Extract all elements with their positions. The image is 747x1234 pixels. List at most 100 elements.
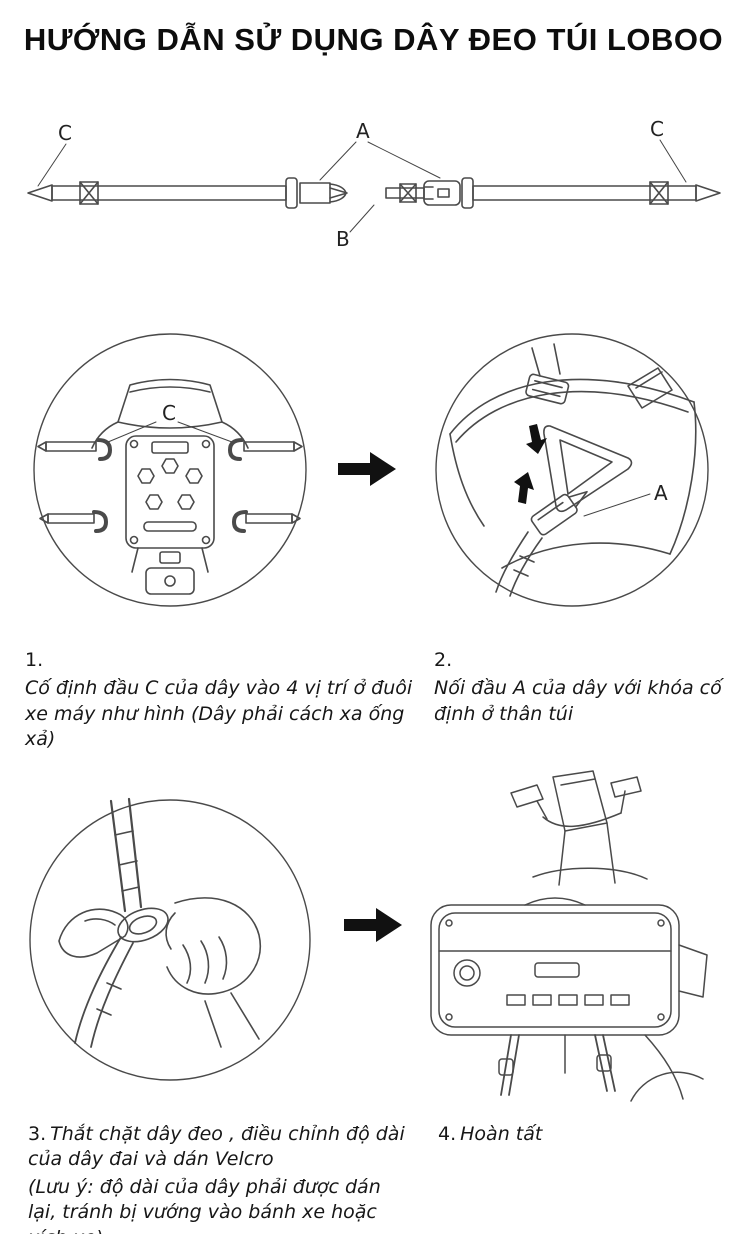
circle-frame: [435, 333, 709, 607]
buckle-male-prong: [329, 187, 348, 199]
headstock: [558, 822, 616, 886]
step4-illustration: [415, 765, 715, 1110]
strap-tip-ur: [293, 441, 303, 452]
step-1-number: 1.: [25, 649, 44, 671]
tail-plate: [145, 567, 195, 595]
strap-tip-ll: [39, 513, 49, 524]
strap-loop-left: [285, 177, 298, 209]
circle-frame: [33, 333, 307, 607]
step-arrow-1: [338, 452, 396, 486]
rack-bolt-1: [129, 439, 139, 449]
strap-keeper-left: [79, 181, 99, 205]
tab-webbing: [531, 343, 561, 377]
strap-keeper-mid: [399, 183, 417, 203]
windshield-line: [560, 778, 596, 786]
strap-left-body: [51, 185, 287, 201]
label-line-a: [583, 493, 651, 517]
bag-emblem-outer: [453, 959, 481, 987]
rack-slot: [143, 521, 197, 532]
hook-upper-left: [96, 438, 112, 461]
side-bag: [430, 904, 680, 1036]
label-line-c2: [177, 421, 233, 443]
left-hand: [58, 908, 129, 958]
seat-line: [532, 867, 648, 880]
step-4-number: 4.: [438, 1123, 457, 1145]
bag-top-edge: [449, 378, 695, 435]
bag-screw-3: [445, 1013, 453, 1021]
seat-seam: [129, 386, 211, 393]
step3-illustration: [25, 795, 315, 1085]
finished-bike-illustration: [430, 770, 708, 1102]
male-buckle: [530, 490, 588, 536]
reflector-4: [584, 994, 604, 1006]
top-strap-tab: [525, 373, 570, 405]
step-4-text: Hoàn tất: [460, 1123, 543, 1145]
strap-keeper-mid-x: [399, 183, 417, 203]
right-arrow-shape: [338, 452, 396, 486]
step2-illustration: A: [432, 330, 712, 610]
step-2-caption: 2. Nối đầu A của dây với khóa cố định ở …: [434, 648, 734, 727]
rack-hex-1: [137, 468, 155, 484]
label-a: A: [356, 119, 370, 143]
tab-slot-1: [534, 379, 563, 389]
frame-line: [644, 1034, 684, 1100]
bag-emblem-inner: [459, 965, 475, 981]
rear-wheel-arc: [630, 1071, 704, 1102]
step-3-note: (Lưu ý: độ dài của dây phải được dán lại…: [28, 1175, 381, 1234]
buckle-attach-illustration: A: [435, 333, 709, 607]
bag-screw-2: [657, 919, 665, 927]
buckle-female-slots: [423, 186, 434, 200]
rack-bolt-3: [129, 535, 139, 545]
buckle-prong: [567, 490, 588, 508]
webbing-hatch: [513, 555, 535, 577]
strap-right-buckle: [596, 1054, 612, 1072]
rear-rack: [125, 435, 215, 549]
bag-triangle-recess: [543, 425, 633, 513]
handlebar: [542, 812, 622, 827]
mirror-left: [510, 784, 544, 808]
arrow-down-icon: [526, 424, 547, 454]
roll-outer: [117, 907, 169, 943]
right-arrow-icon: [338, 452, 396, 486]
buckle-webbing: [495, 531, 543, 597]
side-bag-inner: [438, 912, 672, 1028]
motorcycle-rear-illustration: C: [33, 333, 307, 607]
label-line-a2: [367, 141, 441, 179]
strap-left: [500, 1034, 520, 1096]
step-3-number: 3.: [28, 1123, 47, 1145]
strap-left-tip: [27, 184, 53, 202]
step-4-caption: 4.Hoàn tất: [438, 1122, 718, 1147]
label-c-right: C: [650, 117, 664, 141]
circle-frame: [29, 799, 311, 1081]
bag-right-edge: [669, 401, 697, 555]
strap-right-tip: [695, 184, 721, 202]
buckle-body: [530, 493, 578, 536]
step-arrow-2: [344, 908, 402, 942]
buckle-male: [299, 182, 331, 204]
step-1-caption: 1. Cố định đầu C của dây vào 4 vị trí ở …: [25, 648, 427, 753]
windshield: [552, 770, 608, 832]
strap-tip-lr: [291, 513, 301, 524]
step-3-caption: 3.Thắt chặt dây đeo , điều chỉnh độ dài …: [28, 1122, 410, 1234]
tail-plate-detail: [164, 575, 176, 587]
rack-hex-2: [161, 458, 179, 474]
strap-keeper-right: [649, 181, 669, 205]
tab-slot-2: [531, 388, 561, 398]
tail-light: [159, 551, 181, 564]
bag-handle: [524, 897, 586, 906]
label-line-c-left: [37, 143, 67, 187]
strap-upper: [109, 797, 143, 913]
strap-left-buckle: [498, 1058, 514, 1076]
bag-logo: [534, 962, 580, 978]
label-line-b: [349, 204, 375, 233]
step-3-text: Thắt chặt dây đeo , điều chỉnh độ dài củ…: [28, 1123, 405, 1171]
top-right-loop-inner: [635, 371, 663, 389]
fender-lines: [131, 547, 209, 573]
reflector-2: [532, 994, 552, 1006]
rack-hex-3: [185, 468, 203, 484]
rack-bolt-2: [201, 439, 211, 449]
step-3-line: 3.Thắt chặt dây đeo , điều chỉnh độ dài …: [28, 1122, 410, 1173]
label-b: B: [336, 227, 350, 251]
rack-logo: [151, 441, 189, 454]
